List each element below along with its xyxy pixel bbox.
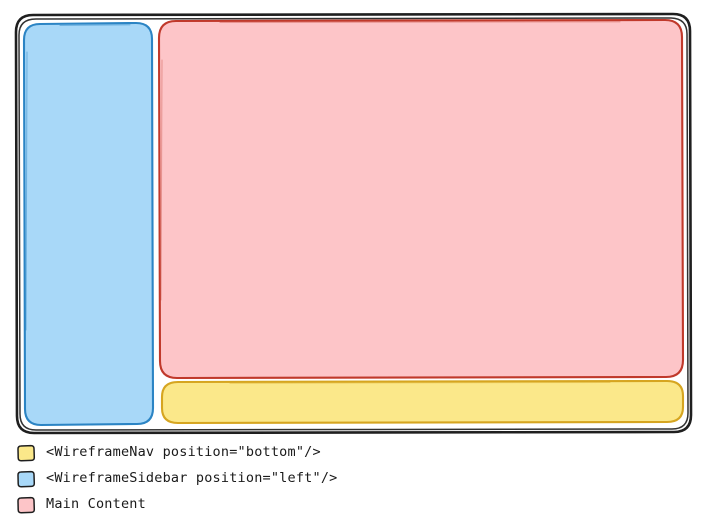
- legend-item-label: Main Content: [46, 496, 146, 513]
- legend: <WireframeNav position="bottom"/> <Wiref…: [16, 440, 686, 518]
- region-main-content[interactable]: [157, 18, 685, 380]
- outer-frame: [14, 12, 693, 435]
- region-sidebar[interactable]: [22, 21, 155, 427]
- legend-item[interactable]: Main Content: [16, 492, 686, 518]
- yellow-swatch-icon: [16, 443, 36, 463]
- legend-item[interactable]: <WireframeNav position="bottom"/>: [16, 440, 686, 466]
- legend-item-label: <WireframeSidebar position="left"/>: [46, 470, 338, 487]
- region-nav[interactable]: [160, 379, 685, 425]
- pink-swatch-icon: [16, 495, 36, 515]
- blue-swatch-icon: [16, 469, 36, 489]
- legend-item[interactable]: <WireframeSidebar position="left"/>: [16, 466, 686, 492]
- legend-item-label: <WireframeNav position="bottom"/>: [46, 444, 321, 461]
